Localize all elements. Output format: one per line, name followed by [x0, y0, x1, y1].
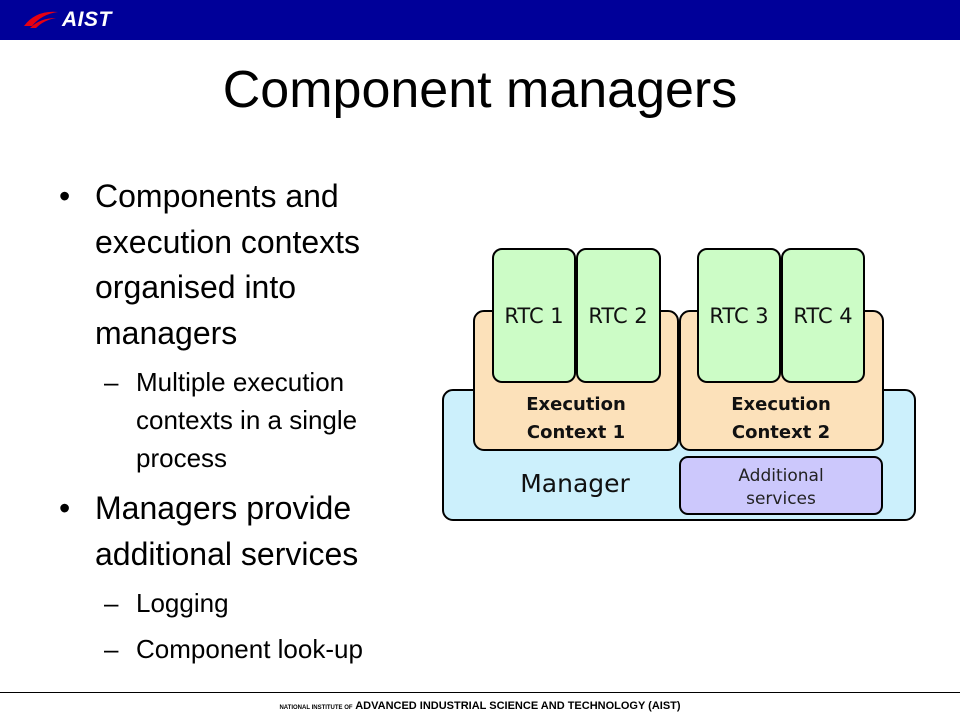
execution-context-2-label-line2: Context 2	[732, 422, 830, 443]
additional-services-label-line1: Additional	[738, 466, 823, 486]
rtc-4-label: RTC 4	[793, 304, 852, 328]
additional-services-box	[679, 456, 883, 515]
bullet-2: • Managers provide additional services	[59, 486, 425, 577]
sub-bullet-text: Multiple execution contexts in a single …	[136, 367, 358, 473]
execution-context-2-label-line1: Execution	[731, 394, 831, 415]
rtc-1-box	[492, 248, 576, 383]
aist-logo: AIST	[22, 7, 132, 33]
rtc-4-box	[781, 248, 865, 383]
rtc-1-label: RTC 1	[504, 304, 563, 328]
sub-bullet-3: – Component look-up	[104, 630, 436, 668]
logo-text: AIST	[62, 8, 112, 31]
rtc-3-box	[697, 248, 781, 383]
sub-bullet-2: – Logging	[104, 584, 426, 622]
execution-context-1-label-line2: Context 1	[527, 422, 625, 443]
swoosh-icon	[24, 11, 58, 28]
manager-label: Manager	[520, 469, 630, 498]
bullet-text: Managers provide additional services	[95, 490, 359, 572]
sub-bullet-mark: –	[104, 588, 119, 618]
top-bar: AIST	[0, 0, 960, 40]
bullet-mark: •	[59, 490, 71, 526]
sub-bullet-mark: –	[104, 634, 119, 664]
additional-services-label-line2: services	[746, 489, 816, 509]
bullet-1: • Components and execution contexts orga…	[59, 174, 415, 356]
footer: NATIONAL INSTITUTE OF ADVANCED INDUSTRIA…	[0, 699, 960, 715]
bullet-mark: •	[59, 178, 71, 214]
footer-divider	[0, 692, 960, 693]
sub-bullet-text: Logging	[136, 588, 229, 618]
manager-diagram: Manager Additional services Execution Co…	[442, 248, 916, 521]
sub-bullet-1: – Multiple execution contexts in a singl…	[104, 363, 426, 477]
bullet-text: Components and execution contexts organi…	[95, 178, 361, 351]
footer-prefix: NATIONAL INSTITUTE OF	[279, 705, 353, 711]
footer-text: ADVANCED INDUSTRIAL SCIENCE AND TECHNOLO…	[355, 700, 681, 712]
rtc-3-label: RTC 3	[709, 304, 768, 328]
execution-context-1-label-line1: Execution	[526, 394, 626, 415]
rtc-2-box	[576, 248, 661, 383]
sub-bullet-mark: –	[104, 367, 119, 397]
slide-title: Component managers	[222, 61, 738, 119]
sub-bullet-text: Component look-up	[136, 634, 363, 664]
rtc-2-label: RTC 2	[588, 304, 647, 328]
